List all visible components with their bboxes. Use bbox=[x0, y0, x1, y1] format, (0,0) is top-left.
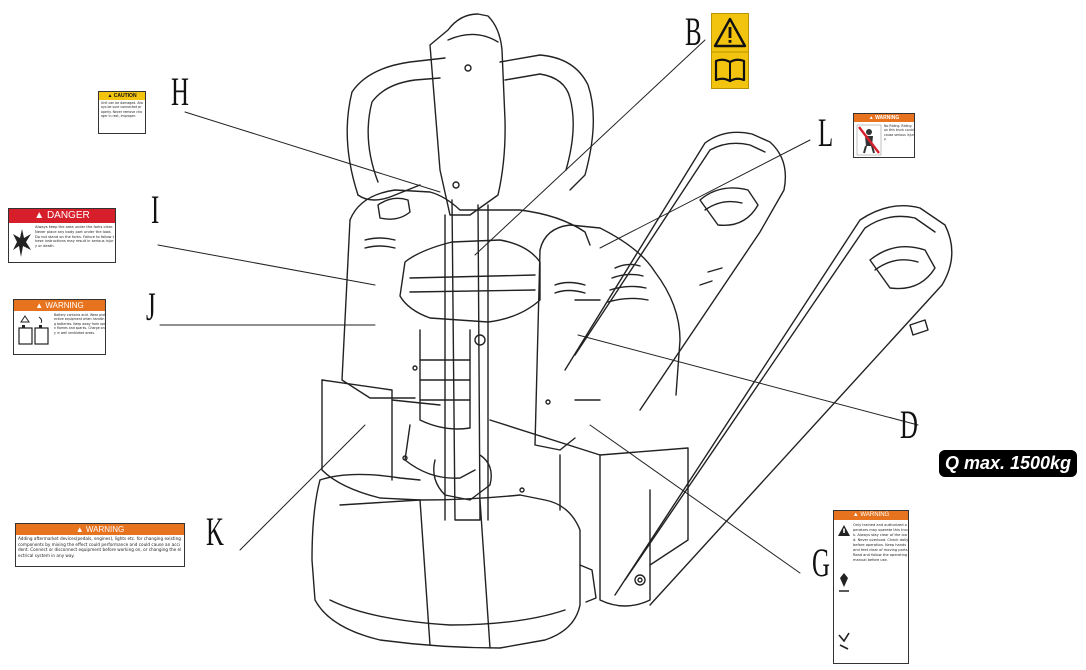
no-riding-icon bbox=[856, 124, 882, 156]
label-b: B bbox=[685, 9, 702, 54]
decal-h-text: Unit can be damaged. Always be sure conn… bbox=[101, 101, 143, 119]
decal-g-text: Only trained and authorized operators ma… bbox=[853, 523, 909, 562]
decal-i-danger: ▲ DANGER Always keep the area under the … bbox=[8, 208, 116, 263]
warning-triangle-icon: ▲ bbox=[852, 512, 859, 518]
warning-triangle-icon: ▲ bbox=[34, 210, 45, 221]
battery-cover bbox=[412, 224, 681, 451]
label-j: J bbox=[146, 284, 156, 329]
decal-h-header: ▲ CAUTION bbox=[99, 92, 145, 100]
decal-i-header: ▲ DANGER bbox=[9, 209, 115, 223]
decal-g-header: ▲ WARNING bbox=[834, 511, 908, 520]
label-g: G bbox=[812, 540, 830, 585]
warning-triangle-icon: ▲ bbox=[35, 301, 44, 310]
decal-k-text: Adding aftermarket devices(pedals, engin… bbox=[18, 536, 182, 558]
decal-j-text: Battery contains acid. Wear protective e… bbox=[54, 313, 106, 335]
chassis-frame bbox=[321, 379, 689, 607]
leader-lines bbox=[157, 39, 919, 574]
battery-acid-icon bbox=[18, 315, 49, 345]
decal-l-no-riding: ▲ WARNING No Riding. Riding on this truc… bbox=[853, 113, 915, 158]
decal-g-operation-warning: ▲ WARNING Only trained and authorized op… bbox=[833, 510, 909, 664]
label-k: K bbox=[206, 509, 224, 554]
fork-left bbox=[564, 131, 787, 411]
decal-j-header: ▲ WARNING bbox=[14, 300, 105, 311]
pinch-point-icon bbox=[838, 632, 850, 650]
hazard-icons-column bbox=[838, 525, 850, 650]
decal-l-text: No Riding. Riding on this truck could ca… bbox=[884, 124, 914, 142]
label-h: H bbox=[171, 69, 189, 114]
label-d: D bbox=[900, 402, 918, 447]
warning-triangle-icon bbox=[838, 525, 850, 536]
label-i: I bbox=[151, 187, 160, 232]
front-bumper bbox=[311, 455, 597, 649]
decal-k-warning: ▲ WARNING Adding aftermarket devices(ped… bbox=[15, 523, 185, 567]
decal-k-header: ▲ WARNING bbox=[16, 524, 184, 535]
warning-triangle-icon: ▲ bbox=[107, 93, 113, 99]
crush-hazard-icon bbox=[839, 573, 849, 592]
capacity-plate: Q max. 1500kg bbox=[939, 450, 1077, 477]
decal-i-text: Always keep the area under the forks cle… bbox=[35, 225, 115, 249]
explosion-hazard-icon bbox=[13, 229, 31, 257]
warning-triangle-icon: ▲ bbox=[75, 525, 84, 534]
decal-h-caution: ▲ CAUTION Unit can be damaged. Always be… bbox=[98, 91, 146, 134]
decal-l-header: ▲ WARNING bbox=[854, 114, 914, 122]
label-l: L bbox=[818, 110, 834, 155]
warning-triangle-icon bbox=[713, 17, 747, 48]
warning-triangle-icon: ▲ bbox=[868, 115, 874, 121]
decal-j-battery-warning: ▲ WARNING Battery contains acid. Wear pr… bbox=[13, 299, 106, 355]
fork-right bbox=[614, 205, 953, 606]
book-manual-icon bbox=[714, 58, 746, 83]
drive-cover bbox=[341, 189, 591, 501]
decal-b-read-manual bbox=[711, 13, 749, 89]
tiller-handle bbox=[346, 13, 594, 521]
